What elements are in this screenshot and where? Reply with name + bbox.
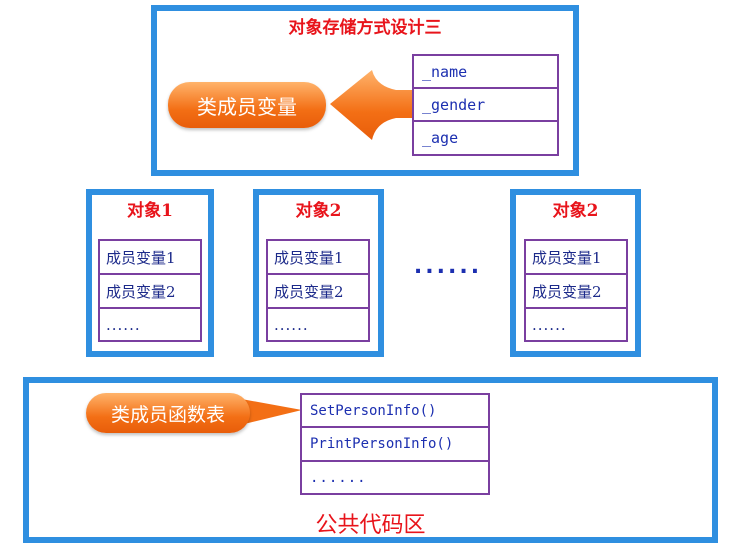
field-row: _name xyxy=(414,56,557,89)
top-title: 对象存储方式设计三 xyxy=(288,18,442,38)
member-row: 成员变量2 xyxy=(268,275,368,309)
field-row: _gender xyxy=(414,89,557,122)
public-code-area-label: 公共代码区 xyxy=(315,513,426,538)
class-member-variable-bubble: 类成员变量 xyxy=(168,82,326,128)
member-row: 成员变量1 xyxy=(268,241,368,275)
ellipsis: ...... xyxy=(413,254,483,279)
member-row: 成员变量2 xyxy=(526,275,626,309)
function-row: SetPersonInfo() xyxy=(302,395,488,428)
function-row: PrintPersonInfo() xyxy=(302,428,488,462)
object-title: 对象2 xyxy=(295,201,342,221)
member-function-table-bubble: 类成员函数表 xyxy=(86,393,250,433)
member-row: 成员变量2 xyxy=(100,275,200,309)
field-row: _age xyxy=(422,129,459,147)
member-fields-table: _name _gender _age xyxy=(412,54,559,156)
object-members-table: 成员变量1 成员变量2 ...... xyxy=(524,239,628,342)
object-members-table: 成员变量1 成员变量2 ...... xyxy=(266,239,370,342)
member-row: ...... xyxy=(106,315,141,334)
member-row: 成员变量1 xyxy=(100,241,200,275)
member-row: ...... xyxy=(532,315,567,334)
object-title: 对象2 xyxy=(552,201,599,221)
member-functions-table: SetPersonInfo() PrintPersonInfo() ...... xyxy=(300,393,490,495)
member-row: 成员变量1 xyxy=(526,241,626,275)
member-row: ...... xyxy=(274,315,309,334)
object-title: 对象1 xyxy=(127,201,173,221)
object-members-table: 成员变量1 成员变量2 ...... xyxy=(98,239,202,342)
function-row: ...... xyxy=(310,469,367,486)
